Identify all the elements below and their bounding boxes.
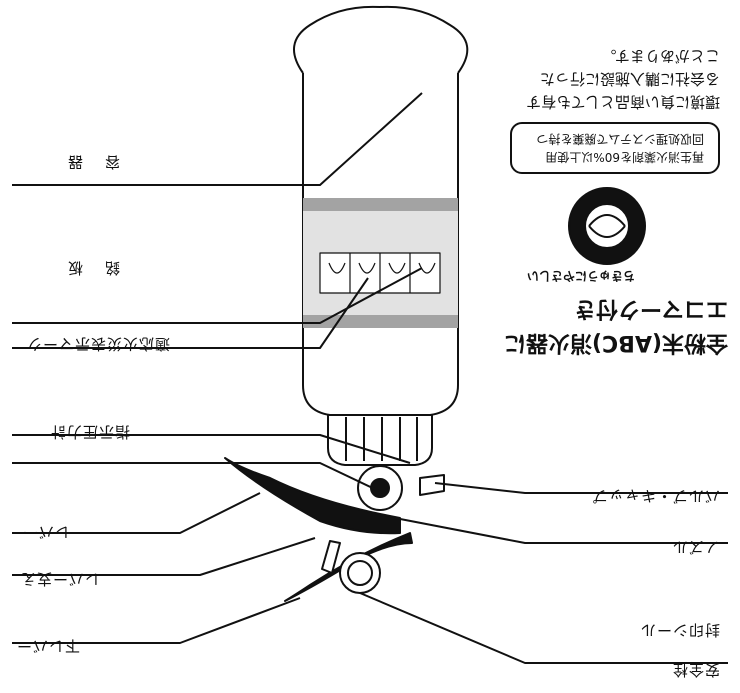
eco-badge: 再生消火薬剤を60%以上使用 回収処理システムで廃棄を持つ xyxy=(510,122,720,174)
label-lever-holder: レバー支え xyxy=(19,570,100,588)
lever-holder xyxy=(321,540,341,574)
product-title-line1: 全粉末(ABC)消火器に xyxy=(503,330,728,355)
label-seal: 封印シール xyxy=(639,621,720,639)
eco-note: 環境に負い商品としても有す る会社に購入施設に行った ことがあります。 xyxy=(505,44,720,113)
nozzle-hose xyxy=(419,474,445,496)
eco-badge-line2: 回収処理システムで廃棄を持つ xyxy=(536,132,704,146)
label-lever: レバー xyxy=(21,523,70,541)
label-safety-pin: 安全栓 xyxy=(671,661,720,679)
eco-note-line2: る会社に購入施設に行った xyxy=(539,70,720,88)
lever xyxy=(224,457,401,535)
label-container: 容器 xyxy=(45,153,120,171)
label-suitable-mark: 適応火災表示マーク xyxy=(25,335,170,353)
eco-note-line3: ことがあります。 xyxy=(601,47,720,65)
product-title-line2: エコマーク付き xyxy=(573,296,728,321)
label-pressure-gauge: 指示圧力計 xyxy=(49,423,130,441)
eco-ring-text: ちきゅうにやさしい xyxy=(526,269,635,283)
label-nozzle: ノズル xyxy=(671,538,720,556)
label-handle-lever: 下レバー xyxy=(15,637,80,655)
label-valve-cap: バルブ・キャップ xyxy=(591,487,720,505)
label-label-plate: 銘板 xyxy=(45,259,120,277)
suitable-label-icons xyxy=(319,252,441,294)
eco-note-line1: 環境に負い商品としても有す xyxy=(526,93,720,111)
valve-cap xyxy=(327,414,433,466)
eco-mark xyxy=(568,187,646,265)
cylinder-top-dome xyxy=(293,5,469,74)
eco-badge-line1: 再生消火薬剤を60%以上使用 xyxy=(545,150,704,164)
